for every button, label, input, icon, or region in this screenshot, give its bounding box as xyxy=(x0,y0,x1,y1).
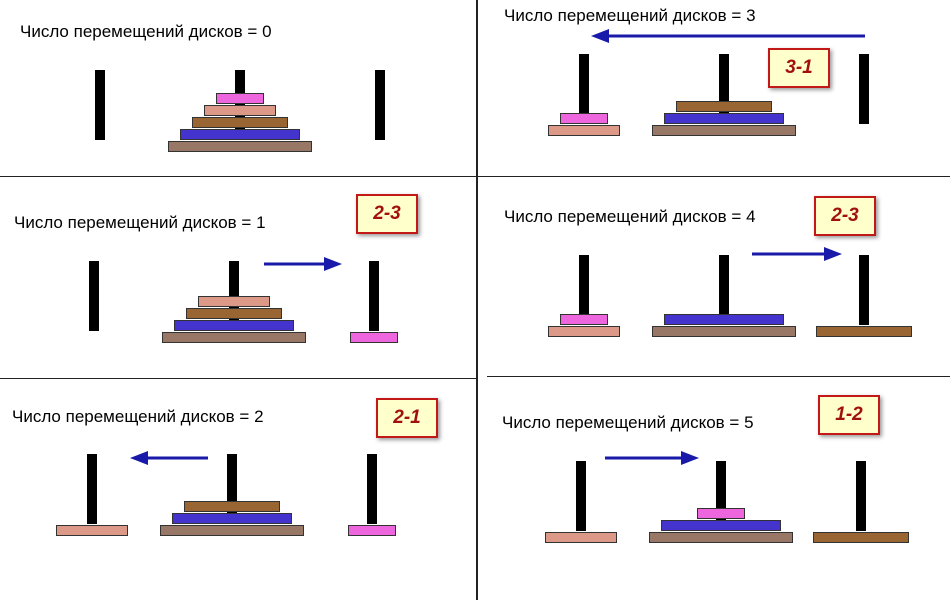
disk-5 xyxy=(649,532,793,543)
disk-3 xyxy=(816,326,912,337)
arrow-right-icon xyxy=(264,257,342,271)
horizontal-divider-left-2 xyxy=(0,378,477,379)
disk-2 xyxy=(198,296,270,307)
vertical-divider xyxy=(476,0,478,600)
horizontal-divider-right-2 xyxy=(487,376,950,377)
disk-4 xyxy=(664,113,784,124)
peg-1 xyxy=(89,261,99,331)
move-indicator: 1-2 xyxy=(818,395,880,435)
peg-3 xyxy=(859,54,869,124)
peg-3 xyxy=(375,70,385,140)
disk-3 xyxy=(192,117,288,128)
disk-1 xyxy=(560,113,608,124)
horizontal-divider-left-1 xyxy=(0,176,477,177)
disk-1 xyxy=(560,314,608,325)
peg-3 xyxy=(856,461,866,531)
disk-3 xyxy=(676,101,772,112)
arrow-left-icon xyxy=(591,29,865,43)
disk-3 xyxy=(813,532,909,543)
disk-4 xyxy=(174,320,294,331)
disk-4 xyxy=(172,513,292,524)
move-indicator: 2-3 xyxy=(356,194,418,234)
disk-5 xyxy=(168,141,312,152)
disk-2 xyxy=(56,525,128,536)
move-count-label: Число перемещений дисков = 4 xyxy=(504,207,756,226)
peg-2 xyxy=(719,54,729,124)
disk-1 xyxy=(216,93,264,104)
disk-2 xyxy=(204,105,276,116)
move-indicator: 3-1 xyxy=(768,48,830,88)
disk-5 xyxy=(162,332,306,343)
disk-4 xyxy=(180,129,300,140)
disk-1 xyxy=(348,525,396,536)
arrow-right-icon xyxy=(605,451,699,465)
disk-1 xyxy=(350,332,398,343)
disk-3 xyxy=(186,308,282,319)
peg-2 xyxy=(719,255,729,325)
peg-2 xyxy=(716,461,726,531)
peg-1 xyxy=(576,461,586,531)
disk-4 xyxy=(664,314,784,325)
horizontal-divider-right-1 xyxy=(477,176,950,177)
peg-3 xyxy=(369,261,379,331)
disk-5 xyxy=(652,326,796,337)
disk-4 xyxy=(661,520,781,531)
move-count-label: Число перемещений дисков = 5 xyxy=(502,413,754,432)
peg-2 xyxy=(227,454,237,524)
disk-1 xyxy=(697,508,745,519)
disk-5 xyxy=(652,125,796,136)
arrow-left-icon xyxy=(130,451,208,465)
disk-5 xyxy=(160,525,304,536)
peg-3 xyxy=(859,255,869,325)
disk-2 xyxy=(548,326,620,337)
disk-2 xyxy=(548,125,620,136)
peg-3 xyxy=(367,454,377,524)
move-indicator: 2-3 xyxy=(814,196,876,236)
disk-2 xyxy=(545,532,617,543)
peg-1 xyxy=(579,54,589,124)
arrow-right-icon xyxy=(752,247,842,261)
peg-1 xyxy=(87,454,97,524)
disk-3 xyxy=(184,501,280,512)
move-indicator: 2-1 xyxy=(376,398,438,438)
peg-1 xyxy=(579,255,589,325)
move-count-label: Число перемещений дисков = 2 xyxy=(12,407,264,426)
move-count-label: Число перемещений дисков = 0 xyxy=(20,22,272,41)
move-count-label: Число перемещений дисков = 1 xyxy=(14,213,266,232)
move-count-label: Число перемещений дисков = 3 xyxy=(504,6,756,25)
peg-1 xyxy=(95,70,105,140)
